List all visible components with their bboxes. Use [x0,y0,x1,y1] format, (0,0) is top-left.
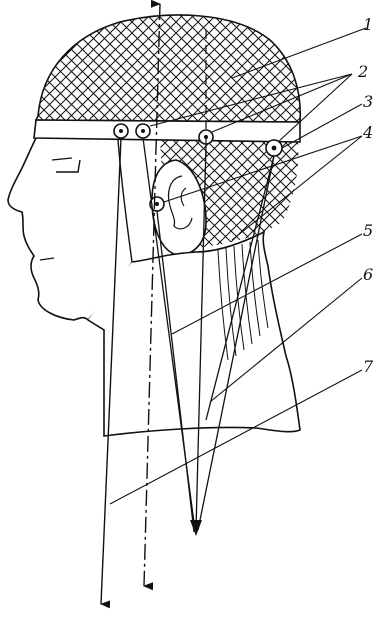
callout-5: 5 [363,221,373,240]
callout-4: 4 [362,123,373,142]
headband [34,120,300,142]
callout-2: 2 [357,62,368,81]
mesh-cap-crown [36,15,300,122]
eye-line [52,158,72,160]
eye-mark [56,160,80,172]
electrode-front-2 [136,124,150,138]
electrode-back [266,140,282,156]
callout-1: 1 [363,15,373,34]
neck-drape [88,232,300,436]
mouth-mark [40,258,54,260]
callout-3: 3 [363,92,373,111]
electrode-front-1 [114,124,128,138]
callout-6: 6 [363,265,373,284]
face-profile [8,138,88,320]
bottom-arrowhead [190,520,202,536]
callout-7: 7 [363,357,374,376]
